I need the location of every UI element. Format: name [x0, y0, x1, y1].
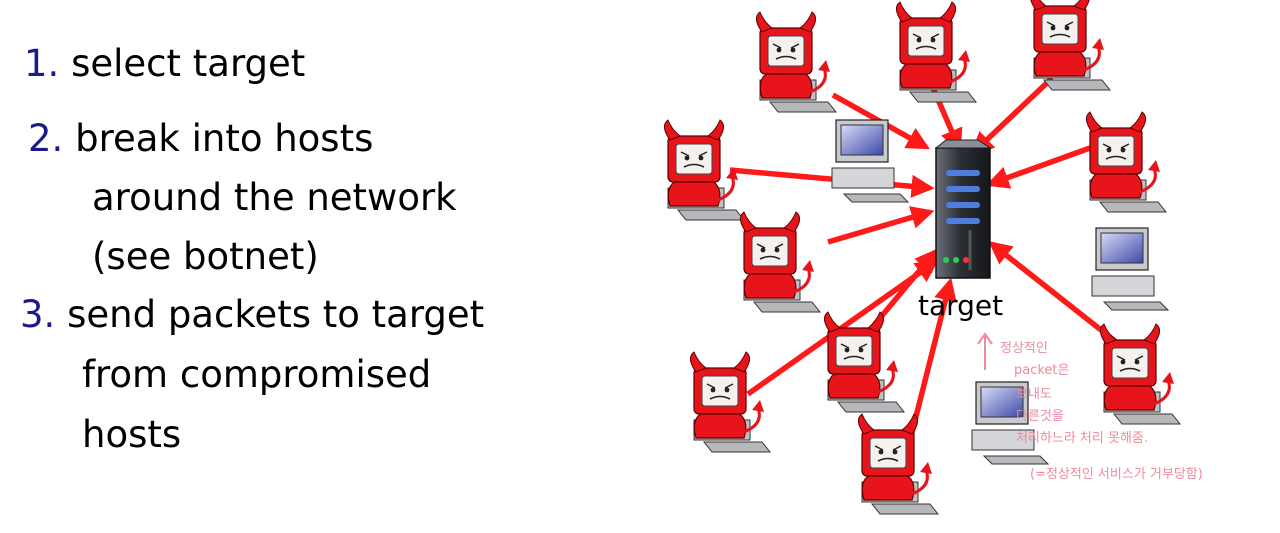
step-number: 3.	[20, 293, 56, 336]
attacker-host-4	[664, 119, 746, 221]
annotation-line-2: packet은	[1014, 363, 1070, 378]
step-3-line-3: hosts	[82, 413, 182, 456]
step-1: 1. select target	[24, 42, 305, 85]
attacker-host-8	[690, 351, 772, 453]
step-number: 1.	[24, 42, 60, 85]
step-text: break into hosts	[75, 117, 374, 160]
normal-host-1	[831, 119, 910, 203]
step-3: 3. send packets to target	[20, 293, 484, 336]
attack-arrow-4	[729, 167, 935, 198]
step-3-line-2: from compromised	[82, 353, 432, 396]
attack-arrow-10	[988, 241, 1122, 348]
annotation: 정상적인 packet은 보내도 다른것을 처리하느라 처리 못해줌. (=정상…	[977, 332, 1203, 482]
annotation-line-1: 정상적인	[1000, 341, 1048, 356]
attacker-host-3	[1030, 0, 1112, 91]
target-label: target	[918, 289, 1003, 322]
annotation-line-5: 처리하느라 처리 못해줌.	[1016, 431, 1148, 446]
attacker-host-5	[1086, 111, 1168, 213]
attacker-host-1	[756, 11, 838, 113]
step-number: 2.	[28, 117, 64, 160]
attack-arrow-3	[970, 76, 1054, 156]
step-text: send packets to target	[67, 293, 485, 336]
target-server	[934, 139, 992, 279]
attack-arrow-6	[827, 206, 935, 245]
attacker-host-7	[824, 311, 906, 413]
attacker-host-6	[740, 211, 822, 313]
annotation-line-3: 보내도	[1016, 387, 1052, 402]
step-2-line-2: around the network	[92, 176, 457, 219]
annotation-line-4: 다른것을	[1016, 409, 1064, 424]
normal-host-3	[971, 381, 1050, 465]
step-list: 1. select target 2. break into hosts aro…	[0, 0, 600, 533]
normal-host-2	[1091, 227, 1170, 311]
attacker-host-2	[896, 1, 978, 103]
attack-arrow-5	[985, 145, 1091, 189]
step-text: select target	[71, 42, 306, 85]
attacker-host-10	[1100, 323, 1182, 425]
annotation-line-6: (=정상적인 서비스가 거부당함)	[1030, 467, 1203, 482]
attacker-host-9	[858, 413, 940, 515]
host-group	[664, 0, 1182, 515]
step-2-line-3: (see botnet)	[92, 235, 319, 278]
step-2: 2. break into hosts	[28, 117, 373, 160]
